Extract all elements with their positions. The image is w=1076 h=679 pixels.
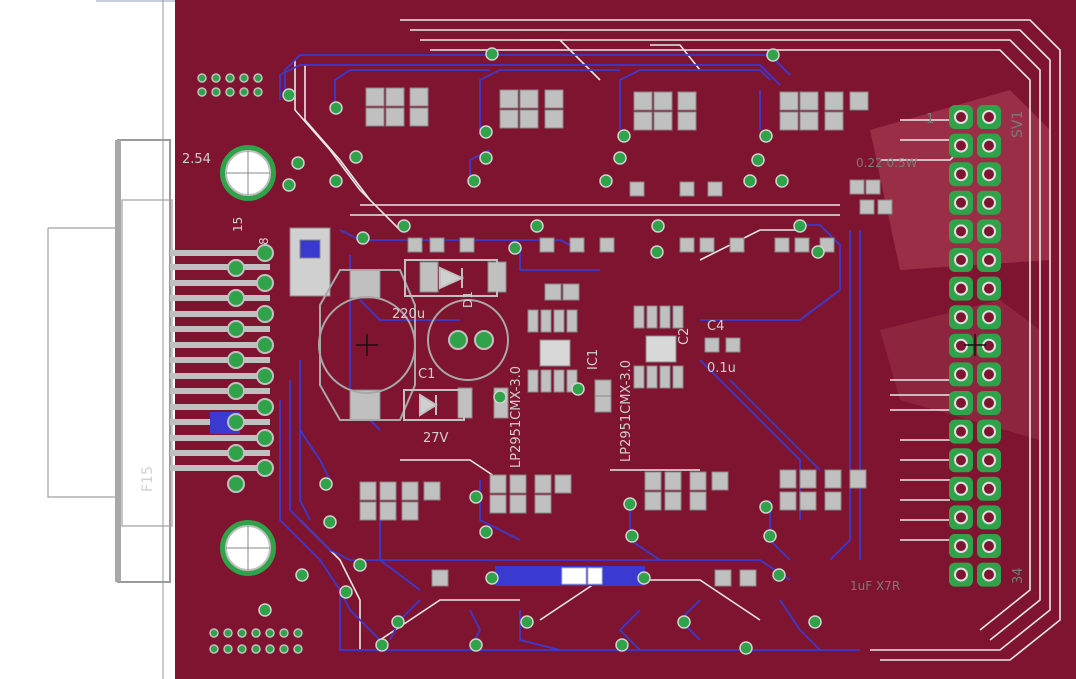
header-pin-hole bbox=[954, 167, 968, 182]
mount-hole-icon[interactable] bbox=[220, 145, 276, 201]
header-pin-hole bbox=[982, 195, 996, 210]
cap-c4-value: 0.1u bbox=[707, 361, 736, 376]
header-pin-hole bbox=[982, 138, 996, 153]
smd-cluster[interactable] bbox=[359, 469, 867, 587]
header-pin-hole bbox=[982, 481, 996, 496]
header-pin-hole bbox=[954, 567, 968, 582]
connector-pins bbox=[170, 250, 270, 471]
header-pin-hole bbox=[954, 453, 968, 468]
diode-d1[interactable] bbox=[404, 259, 498, 297]
header-pin-hole bbox=[982, 167, 996, 182]
regulator-b-label: LP2951CMX-3.0 bbox=[619, 360, 634, 462]
header-pin-hole bbox=[954, 424, 968, 439]
header-pin-hole bbox=[954, 138, 968, 153]
header-pin-hole bbox=[954, 396, 968, 410]
smd-cluster[interactable] bbox=[289, 181, 835, 421]
grid-size-label: 2.54 bbox=[182, 152, 211, 167]
header-pin-hole bbox=[954, 338, 968, 353]
capacitor-220u[interactable] bbox=[318, 269, 416, 421]
header-pin-last-label: 34 bbox=[1011, 567, 1026, 584]
header-pin-hole bbox=[954, 310, 968, 325]
capacitor-c1[interactable] bbox=[427, 299, 509, 381]
resistor-label: 0.22 0.5W bbox=[856, 156, 918, 170]
smd-pad bbox=[587, 567, 603, 585]
crosshair-icon bbox=[964, 334, 986, 356]
regulator-a-label: LP2951CMX-3.0 bbox=[509, 366, 524, 468]
pcb-board bbox=[175, 0, 1076, 679]
header-pin-hole bbox=[982, 253, 996, 267]
header-pin-hole bbox=[954, 253, 968, 267]
header-pin-hole bbox=[982, 567, 996, 582]
header-pin-hole bbox=[982, 539, 996, 553]
header-name-label: SV1 bbox=[1010, 111, 1026, 138]
crosshair-icon bbox=[356, 334, 378, 356]
diode-27v[interactable] bbox=[403, 389, 465, 421]
ic1-footprint[interactable] bbox=[527, 309, 578, 393]
cap-c2-label: C2 bbox=[677, 328, 692, 345]
header-pin-hole bbox=[982, 453, 996, 468]
header-pin-hole bbox=[954, 481, 968, 496]
ic2-footprint[interactable] bbox=[633, 305, 684, 389]
top-layer-traces bbox=[294, 19, 1061, 661]
mount-hole-icon[interactable] bbox=[220, 520, 276, 576]
pin-15-label: 15 bbox=[231, 217, 245, 232]
pin-header-sv1[interactable] bbox=[949, 105, 1001, 587]
header-pin-hole bbox=[954, 224, 968, 239]
diode-27v-label: 27V bbox=[423, 431, 449, 446]
smd-cluster[interactable] bbox=[365, 87, 893, 215]
header-pin-hole bbox=[982, 281, 996, 296]
header-pin-hole bbox=[954, 195, 968, 210]
dsub-connector[interactable] bbox=[47, 139, 173, 583]
cap-c1-label: C1 bbox=[418, 367, 435, 382]
header-pin-hole bbox=[954, 281, 968, 296]
header-pin-hole bbox=[982, 338, 996, 353]
header-pin-first-label: 1 bbox=[926, 112, 934, 127]
header-pin-hole bbox=[982, 396, 996, 410]
connector-pad-column[interactable] bbox=[227, 244, 274, 493]
ic1-label: IC1 bbox=[586, 349, 601, 370]
bottom-layer-traces bbox=[279, 54, 861, 651]
header-pin-hole bbox=[954, 539, 968, 553]
cap-1uf-label: 1uF X7R bbox=[850, 579, 900, 593]
header-pin-hole bbox=[954, 510, 968, 525]
smd-pad bbox=[561, 567, 587, 585]
cap-c4-label: C4 bbox=[707, 319, 724, 334]
connector-name-label: F15 bbox=[140, 466, 156, 492]
header-pin-hole bbox=[982, 310, 996, 325]
header-pin-hole bbox=[982, 224, 996, 239]
header-pin-hole bbox=[982, 110, 996, 124]
header-pin-hole bbox=[954, 367, 968, 382]
header-pin-hole bbox=[954, 110, 968, 124]
pad-array bbox=[197, 73, 303, 654]
header-pin-hole bbox=[982, 424, 996, 439]
pin-8-label: 8 bbox=[257, 237, 271, 245]
diode-d1-label: D1 bbox=[461, 291, 475, 308]
vias bbox=[258, 47, 825, 655]
header-pin-hole bbox=[982, 510, 996, 525]
cap-220u-label: 220u bbox=[392, 307, 425, 322]
header-pin-hole bbox=[982, 367, 996, 382]
